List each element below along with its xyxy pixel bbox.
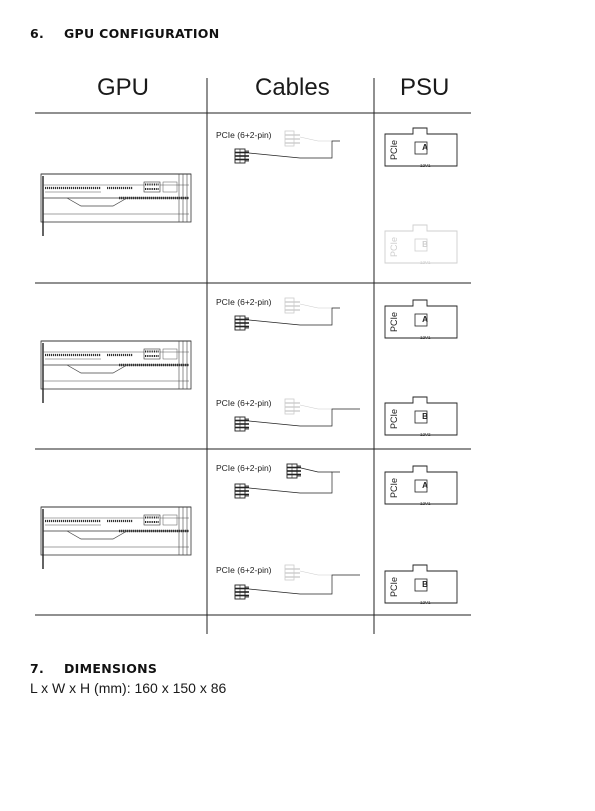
- rail-label-faded: 12V1: [420, 260, 431, 265]
- gpu-column-heading: GPU: [97, 74, 150, 101]
- psu-label: PCIe: [389, 577, 399, 598]
- connector-letter: A: [422, 481, 428, 490]
- section-7-title: DIMENSIONS: [64, 661, 158, 676]
- rail-label: 12V2: [420, 432, 431, 437]
- connector-letter: B: [422, 580, 428, 589]
- psu-label-faded: PCIe: [389, 237, 399, 258]
- cables-column-heading: Cables: [255, 74, 330, 101]
- section-6-number: 6.: [30, 26, 45, 41]
- rail-label: 12V1: [420, 163, 431, 168]
- psu-label: PCIe: [389, 312, 399, 333]
- section-6-title: GPU CONFIGURATION: [64, 26, 220, 41]
- cable-label: PCIe (6+2-pin): [216, 398, 272, 408]
- psu-label: PCIe: [389, 409, 399, 430]
- cable-label: PCIe (6+2-pin): [216, 297, 272, 307]
- rail-label: 12V1: [420, 335, 431, 340]
- rail-label: 12V1: [420, 600, 431, 605]
- connector-letter-faded: B: [422, 240, 428, 249]
- section-7-number: 7.: [30, 661, 45, 676]
- psu-label: PCIe: [389, 140, 399, 161]
- connector-letter: B: [422, 412, 428, 421]
- psu-column-heading: PSU: [400, 74, 450, 101]
- cable-label: PCIe (6+2-pin): [216, 463, 272, 473]
- section-7-heading: 7. DIMENSIONS: [30, 661, 157, 676]
- connector-letter: A: [422, 315, 428, 324]
- section-6-heading: 6. GPU CONFIGURATION: [30, 26, 219, 41]
- connector-letter: A: [422, 143, 428, 152]
- cable-label: PCIe (6+2-pin): [216, 130, 272, 140]
- psu-label: PCIe: [389, 478, 399, 499]
- cable-label: PCIe (6+2-pin): [216, 565, 272, 575]
- dimensions-text: L x W x H (mm): 160 x 150 x 86: [30, 680, 227, 696]
- rail-label: 12V1: [420, 501, 431, 506]
